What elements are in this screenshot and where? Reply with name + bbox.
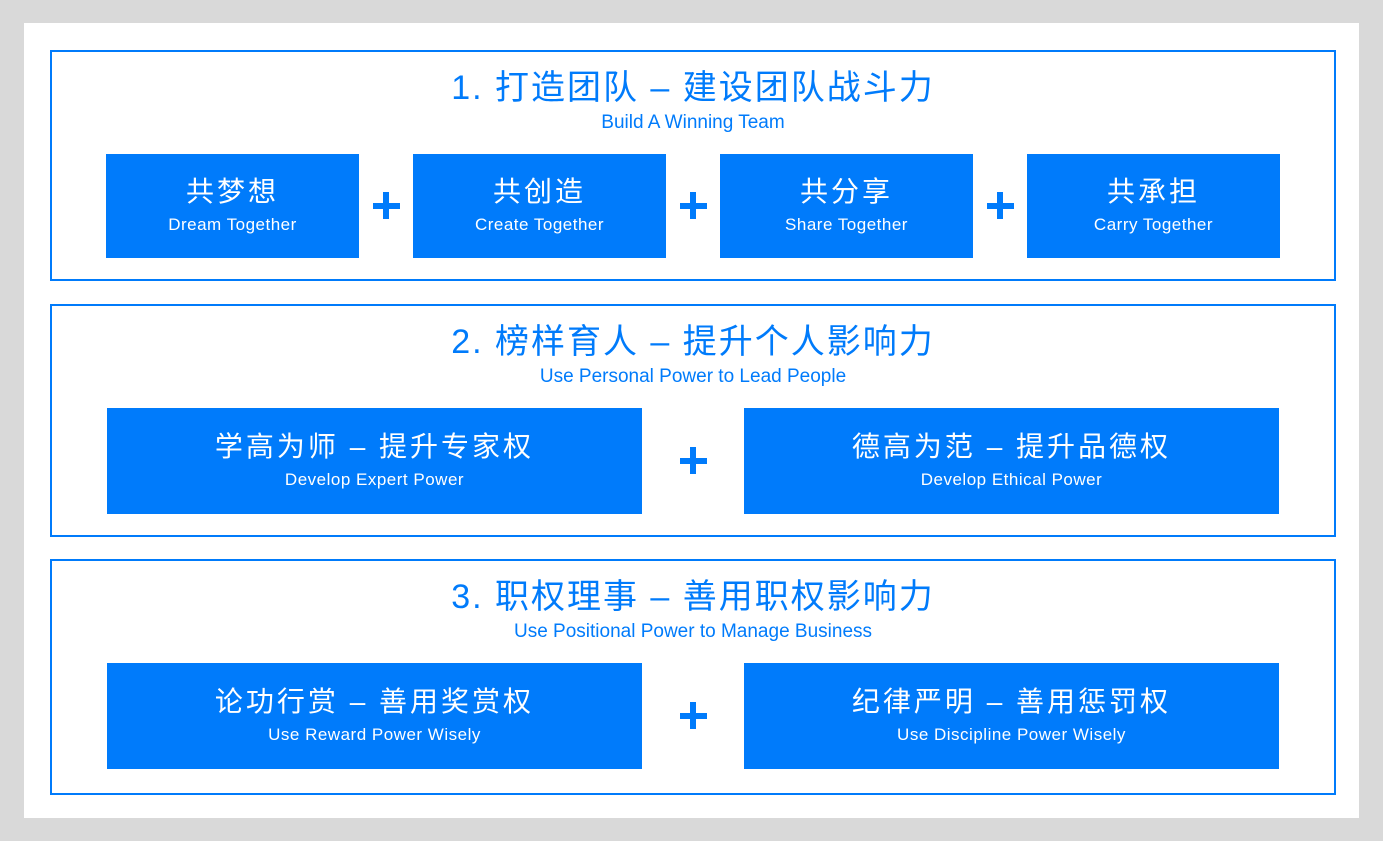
box-title-en: Develop Ethical Power: [920, 470, 1103, 490]
box-title-zh: 共分享: [799, 176, 893, 207]
plus-icon: [642, 702, 744, 730]
section-1-boxes-row: 共梦想 Dream Together 共创造 Create Together 共…: [52, 153, 1334, 258]
section-1-title: 1. 打造团队 – 建设团队战斗力: [451, 69, 935, 107]
section-2-subtitle: Use Personal Power to Lead People: [539, 365, 847, 387]
plus-icon: [973, 192, 1027, 220]
plus-icon: [666, 192, 720, 220]
box-create-together: 共创造 Create Together: [413, 153, 666, 258]
box-title-zh: 共创造: [492, 176, 586, 207]
section-3-subtitle: Use Positional Power to Manage Business: [513, 620, 873, 642]
box-title-en: Develop Expert Power: [284, 470, 465, 490]
box-title-zh: 共梦想: [185, 176, 279, 207]
box-title-zh: 德高为范 – 提升品德权: [851, 431, 1172, 462]
box-share-together: 共分享 Share Together: [720, 153, 973, 258]
box-dream-together: 共梦想 Dream Together: [106, 153, 359, 258]
box-ethical-power: 德高为范 – 提升品德权 Develop Ethical Power: [744, 407, 1279, 514]
box-carry-together: 共承担 Carry Together: [1027, 153, 1280, 258]
section-1-subtitle: Build A Winning Team: [601, 111, 785, 133]
box-title-en: Create Together: [474, 215, 605, 235]
box-expert-power: 学高为师 – 提升专家权 Develop Expert Power: [107, 407, 642, 514]
section-3-boxes-row: 论功行赏 – 善用奖赏权 Use Reward Power Wisely 纪律严…: [52, 662, 1334, 769]
section-3-title: 3. 职权理事 – 善用职权影响力: [451, 578, 935, 616]
box-reward-power: 论功行赏 – 善用奖赏权 Use Reward Power Wisely: [107, 662, 642, 769]
box-title-en: Share Together: [785, 215, 908, 235]
section-build-team: 1. 打造团队 – 建设团队战斗力 Build A Winning Team 共…: [50, 50, 1336, 281]
box-title-zh: 学高为师 – 提升专家权: [214, 431, 535, 462]
plus-icon: [359, 192, 413, 220]
box-title-en: Use Discipline Power Wisely: [897, 725, 1126, 745]
box-title-en: Dream Together: [168, 215, 297, 235]
box-title-zh: 共承担: [1106, 176, 1200, 207]
section-2-boxes-row: 学高为师 – 提升专家权 Develop Expert Power 德高为范 –…: [52, 407, 1334, 514]
box-title-zh: 论功行赏 – 善用奖赏权: [214, 686, 535, 717]
section-positional-power: 3. 职权理事 – 善用职权影响力 Use Positional Power t…: [50, 559, 1336, 795]
section-personal-power: 2. 榜样育人 – 提升个人影响力 Use Personal Power to …: [50, 304, 1336, 537]
section-2-title: 2. 榜样育人 – 提升个人影响力: [451, 323, 935, 361]
slide-card: 1. 打造团队 – 建设团队战斗力 Build A Winning Team 共…: [24, 23, 1359, 818]
box-title-en: Use Reward Power Wisely: [268, 725, 481, 745]
box-discipline-power: 纪律严明 – 善用惩罚权 Use Discipline Power Wisely: [744, 662, 1279, 769]
box-title-zh: 纪律严明 – 善用惩罚权: [851, 686, 1172, 717]
box-title-en: Carry Together: [1093, 215, 1214, 235]
plus-icon: [642, 447, 744, 475]
